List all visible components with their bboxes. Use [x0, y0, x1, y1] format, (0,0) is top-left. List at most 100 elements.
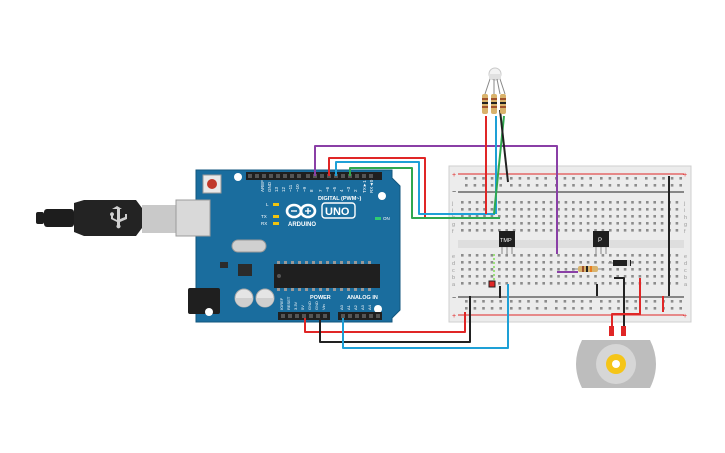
row-letter-a: a	[452, 282, 456, 288]
row-letter-d-right: d	[684, 261, 687, 267]
pin-label-6: ~6	[325, 186, 330, 192]
rail-hole	[645, 184, 648, 187]
rail-hole	[465, 300, 468, 303]
rail-hole	[625, 184, 629, 187]
breadboard-hole	[653, 215, 656, 218]
breadboard-hole	[631, 282, 634, 285]
breadboard-hole	[461, 208, 464, 211]
breadboard-hole	[557, 222, 560, 225]
breadboard-hole	[475, 254, 479, 257]
breadboard-hole	[653, 229, 656, 232]
breadboard-hole	[646, 208, 649, 211]
row-letter-d: d	[452, 261, 455, 267]
breadboard-hole	[631, 208, 634, 211]
center-channel	[458, 240, 684, 248]
rail-hole	[544, 177, 547, 180]
breadboard-hole	[498, 208, 501, 211]
rail-hole	[645, 307, 648, 310]
breadboard-hole	[594, 261, 597, 264]
breadboard-hole	[498, 268, 501, 271]
base-resistor	[572, 266, 604, 272]
breadboard-hole	[616, 229, 619, 232]
rail-hole	[608, 307, 612, 310]
pin-label-5: ~5	[332, 186, 337, 192]
breadboard-hole	[579, 201, 582, 204]
rail-hole	[617, 177, 620, 180]
breadboard-hole	[542, 282, 545, 285]
breadboard-hole	[490, 254, 494, 257]
pin-label-9: ~9	[302, 186, 307, 192]
breadboard-hole	[594, 275, 597, 278]
breadboard-hole	[483, 268, 486, 271]
breadboard-hole	[564, 268, 568, 271]
rail-hole	[589, 300, 592, 303]
rail-hole	[589, 307, 592, 310]
breadboard-hole	[512, 229, 516, 232]
breadboard-hole	[483, 201, 486, 204]
breadboard-hole	[609, 201, 612, 204]
breadboard-hole	[535, 201, 538, 204]
pin-label-tx1: TX►1	[362, 180, 367, 193]
analog-header-label: ANALOG IN	[347, 295, 378, 301]
breadboard-hole	[586, 282, 590, 285]
breadboard-hole	[609, 215, 612, 218]
pin-label-3v3: 3.3V	[293, 301, 298, 310]
breadboard-hole	[675, 275, 679, 278]
wire-black-motor	[614, 277, 625, 330]
breadboard-hole	[601, 222, 605, 225]
breadboard-hole	[535, 261, 538, 264]
breadboard-hole	[572, 201, 575, 204]
rail-hole	[535, 177, 539, 180]
row-letter-c-right: c	[684, 268, 687, 274]
rail-hole	[662, 177, 665, 180]
rail-hole	[535, 184, 539, 187]
breadboard-hole	[660, 201, 664, 204]
rail-hole	[473, 307, 477, 310]
breadboard-hole	[461, 222, 464, 225]
breadboard-hole	[572, 215, 575, 218]
breadboard-hole	[498, 282, 501, 285]
breadboard-hole	[631, 268, 634, 271]
breadboard-hole	[549, 275, 553, 278]
breadboard-hole	[475, 215, 479, 218]
pin-label-a2: A2	[353, 304, 358, 310]
breadboard-hole	[609, 208, 612, 211]
rail-hole	[482, 300, 485, 303]
tmp36-temperature-sensor: TMP	[499, 231, 515, 254]
breadboard-hole	[505, 229, 508, 232]
breadboard-hole	[557, 275, 560, 278]
breadboard-hole	[490, 268, 494, 271]
breadboard-hole	[675, 261, 679, 264]
breadboard-hole	[520, 208, 523, 211]
breadboard-hole	[512, 215, 516, 218]
pin-label-ioref: IOREF	[279, 297, 284, 310]
breadboard-hole	[468, 208, 471, 211]
breadboard-hole	[638, 229, 642, 232]
breadboard-hole	[512, 282, 516, 285]
arduino-uno-board: AREF GND 13 12 ~11 ~10 ~9 8 7 ~6 ~5 4 ~3…	[175, 169, 401, 323]
breadboard-hole	[527, 254, 531, 257]
breadboard-hole	[601, 229, 605, 232]
breadboard-hole	[520, 268, 523, 271]
breadboard-hole	[505, 254, 508, 257]
breadboard-hole	[527, 275, 531, 278]
breadboard-hole	[512, 201, 516, 204]
breadboard-hole	[490, 222, 494, 225]
breadboard-hole	[549, 268, 553, 271]
breadboard-hole	[475, 275, 479, 278]
breadboard-hole	[675, 254, 679, 257]
rail-hole	[563, 177, 567, 180]
breadboard-hole	[490, 215, 494, 218]
rail-hole	[625, 177, 629, 180]
rail-hole	[608, 184, 612, 187]
row-letter-i: i	[452, 208, 453, 214]
breadboard-hole	[483, 275, 486, 278]
breadboard-hole	[505, 275, 508, 278]
breadboard-hole	[609, 261, 612, 264]
dc-jack	[188, 288, 220, 314]
rail-hole	[518, 184, 522, 187]
breadboard-hole	[586, 208, 590, 211]
breadboard-hole	[660, 275, 664, 278]
breadboard-hole	[542, 201, 545, 204]
breadboard-hole	[557, 254, 560, 257]
